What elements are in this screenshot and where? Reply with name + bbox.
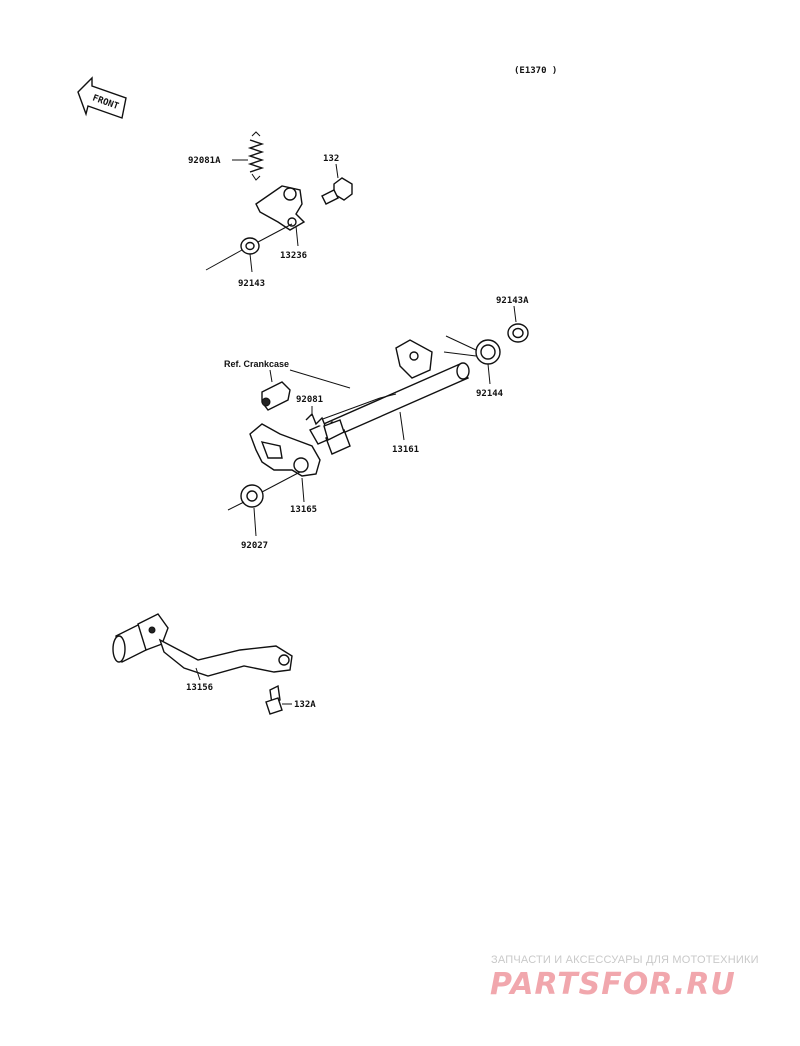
label-13156: 13156 (186, 683, 213, 693)
label-92143A: 92143A (496, 296, 529, 306)
bolt-132 (321, 177, 353, 205)
label-13236: 13236 (280, 251, 307, 261)
spring-92081 (305, 412, 345, 442)
watermark-tagline: ЗАПЧАСТИ И АКСЕССУАРЫ ДЛЯ МОТОТЕХНИКИ (491, 954, 759, 966)
label-13165: 13165 (290, 505, 317, 515)
washer-92143A (507, 323, 529, 343)
bolt-132A (265, 684, 283, 715)
front-arrow-icon: FRONT (77, 76, 127, 119)
label-92081A: 92081A (188, 156, 221, 166)
label-132: 132 (323, 154, 339, 164)
diagram-code: (E1370 ) (514, 66, 557, 76)
label-92027: 92027 (241, 541, 268, 551)
label-132A: 132A (294, 700, 316, 710)
pedal-13156 (112, 613, 293, 677)
washer-92143 (240, 237, 260, 255)
watermark-brand: PARTSFOR.RU (490, 967, 736, 1002)
plate-13165 (249, 423, 321, 477)
label-92144: 92144 (476, 389, 504, 399)
label-ref-crankcase: Ref. Crankcase (224, 359, 289, 369)
seal-92027 (240, 484, 264, 508)
spring-92081A (247, 131, 265, 181)
label-13161: 13161 (392, 445, 419, 455)
label-92081: 92081 (296, 395, 323, 405)
spring-92144 (443, 335, 501, 365)
arm-13236 (255, 185, 306, 231)
label-92143: 92143 (238, 279, 265, 289)
pivot-pin (261, 381, 291, 411)
